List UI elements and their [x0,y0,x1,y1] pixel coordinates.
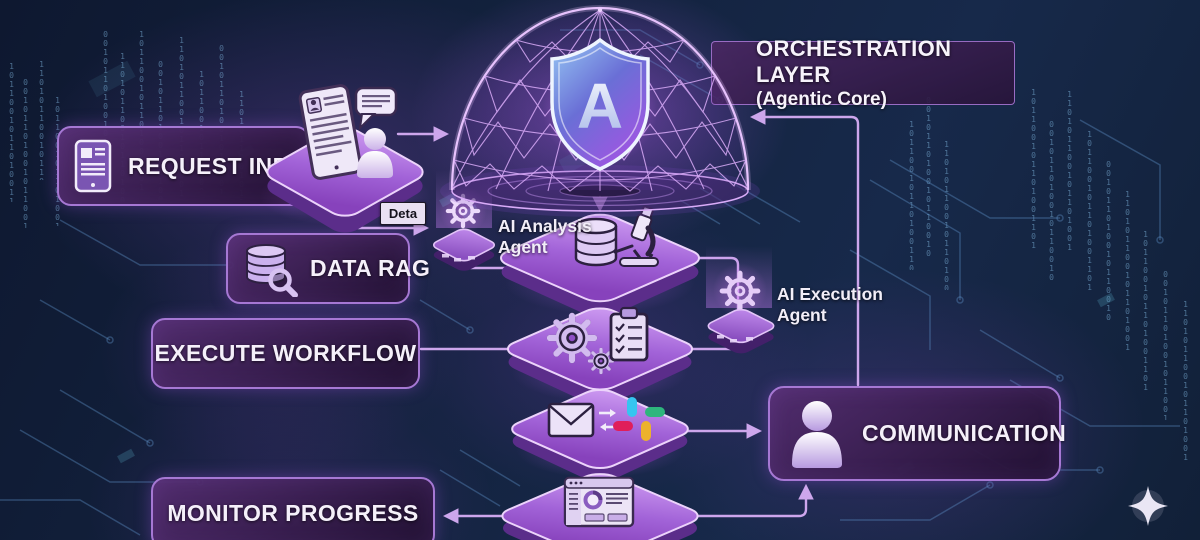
binary-rain: 0 0 1 0 1 1 0 1 0 0 1 0 1 1 0 0 1 0 [1106,160,1111,322]
ai-analysis-agent-chip [430,170,498,271]
binary-rain: 0 0 1 0 1 1 0 1 0 0 1 0 1 1 0 0 1 0 [926,96,931,258]
binary-rain: 0 0 1 0 1 1 0 1 0 0 1 0 1 1 0 0 1 0 [1163,270,1168,420]
user-silhouette-icon [788,398,846,470]
orchestration-layer-label: ORCHESTRATION LAYER (Agentic Core) [711,36,1015,110]
shield-icon: A [550,37,650,171]
clipboard-checklist-icon [609,306,649,362]
node-monitor-progress: MONITOR PROGRESS [151,477,435,540]
binary-rain: 1 0 1 1 0 0 1 0 1 1 0 1 0 0 1 1 0 1 [909,120,914,270]
binary-rain: 1 1 0 1 0 1 1 0 0 1 0 1 1 0 1 0 0 1 [39,60,44,180]
orchestration-dome: A [440,5,760,217]
arrow-communication-to-dome [749,109,860,387]
shield-letter: A [577,70,623,142]
transfer-arrows-icon [599,409,617,431]
ai-analysis-agent-label: AI Analysis Agent [498,216,592,258]
binary-rain: 1 0 1 1 0 0 1 0 1 1 0 1 0 0 1 1 0 1 [9,62,14,202]
node-communication: COMMUNICATION [768,386,1066,481]
binary-rain: 1 0 1 1 0 0 1 0 1 1 0 1 0 0 1 1 0 1 [1143,230,1148,390]
data-tag: Deta [380,202,426,225]
binary-rain: 1 0 1 1 0 0 1 0 1 1 0 1 0 0 1 1 0 1 [1087,130,1092,292]
dome-mesh [451,9,749,192]
ai-execution-line2: Agent [777,305,827,325]
browser-dashboard-icon [563,476,635,528]
messaging-node [504,386,696,486]
binary-rain: 1 1 0 1 0 1 1 0 0 1 0 1 1 0 1 0 0 1 [1125,190,1130,352]
communication-label: COMMUNICATION [862,420,1067,446]
ai-analysis-line1: AI Analysis [498,216,592,236]
gears-icon [550,316,615,375]
ai-execution-agent-chip [706,246,778,354]
ai-execution-line1: AI Execution [777,284,883,304]
person-figure [357,128,393,178]
ai-execution-agent-label: AI Execution Agent [777,284,883,326]
node-data-rag: DATA RAG [226,233,430,304]
speech-bubble-icon [354,86,398,131]
execute-workflow-label: EXECUTE WORKFLOW [154,340,417,366]
monitor-node [493,470,707,540]
data-rag-label: DATA RAG [310,255,431,281]
node-execute-workflow: EXECUTE WORKFLOW [151,318,420,389]
tablet-document-icon [73,139,113,193]
binary-rain: 1 1 0 1 0 1 1 0 0 1 0 1 1 0 1 0 0 1 [1183,300,1188,462]
request-input-label: REQUEST INPUT [128,152,320,179]
ai-analysis-line2: Agent [498,237,548,257]
arrow-data-node-to-execution-loop [668,256,740,357]
node-request-input: REQUEST INPUT [57,126,319,206]
monitor-progress-label: MONITOR PROGRESS [167,499,419,526]
slack-icon [613,397,665,441]
binary-rain: 1 0 1 1 0 0 1 0 1 1 0 1 0 0 1 1 0 1 [1031,88,1036,250]
arrow-communication-monitor-bidirectional [666,483,814,524]
sparkle-icon [1128,486,1168,526]
execute-workflow-node [499,306,701,409]
binary-rain: 1 1 0 1 0 1 1 0 0 1 0 1 1 0 1 0 0 1 [1067,90,1072,252]
database-search-icon [240,241,298,297]
binary-rain: 0 0 1 0 1 1 0 1 0 0 1 0 1 1 0 0 1 0 [1049,120,1054,280]
orchestration-subtitle: (Agentic Core) [756,88,887,110]
microscope-icon [613,205,659,267]
envelope-icon [547,402,595,438]
orchestration-title: ORCHESTRATION LAYER [756,35,952,87]
binary-rain: 1 1 0 1 0 1 1 0 0 1 0 1 1 0 1 0 0 1 [944,140,949,290]
binary-rain: 0 0 1 0 1 1 0 1 0 0 1 0 1 1 0 0 1 0 [23,78,28,228]
